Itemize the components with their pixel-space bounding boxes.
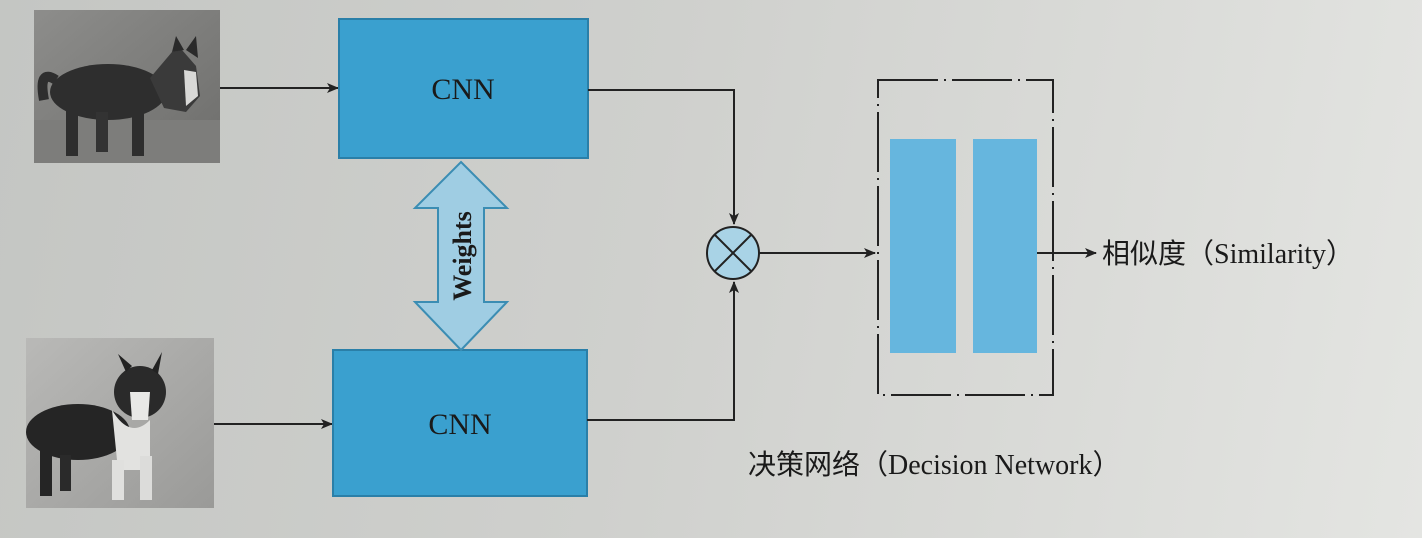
decision-network-frame: [877, 79, 1054, 396]
connector-bottom: [587, 281, 739, 421]
weights-label: Weights: [448, 211, 477, 301]
connector-top: [588, 89, 739, 225]
decision-layer-2: [973, 139, 1037, 353]
decision-layer-1: [890, 139, 956, 353]
shared-weights-arrow: Weights: [412, 160, 510, 352]
collie-silhouette: [26, 352, 166, 500]
cnn-top-label: CNN: [431, 73, 494, 106]
multiply-circle-icon: [706, 226, 760, 280]
cnn-block-top: CNN: [338, 18, 589, 159]
cnn-block-bottom: CNN: [332, 349, 588, 497]
decision-network-caption: 决策网络（Decision Network）: [748, 449, 1121, 481]
similarity-output-label: 相似度（Similarity）: [1102, 238, 1354, 270]
input-image-top: [34, 10, 220, 163]
husky-silhouette: [37, 36, 200, 156]
cnn-bottom-label: CNN: [428, 408, 491, 441]
input-image-bottom: [26, 338, 214, 508]
